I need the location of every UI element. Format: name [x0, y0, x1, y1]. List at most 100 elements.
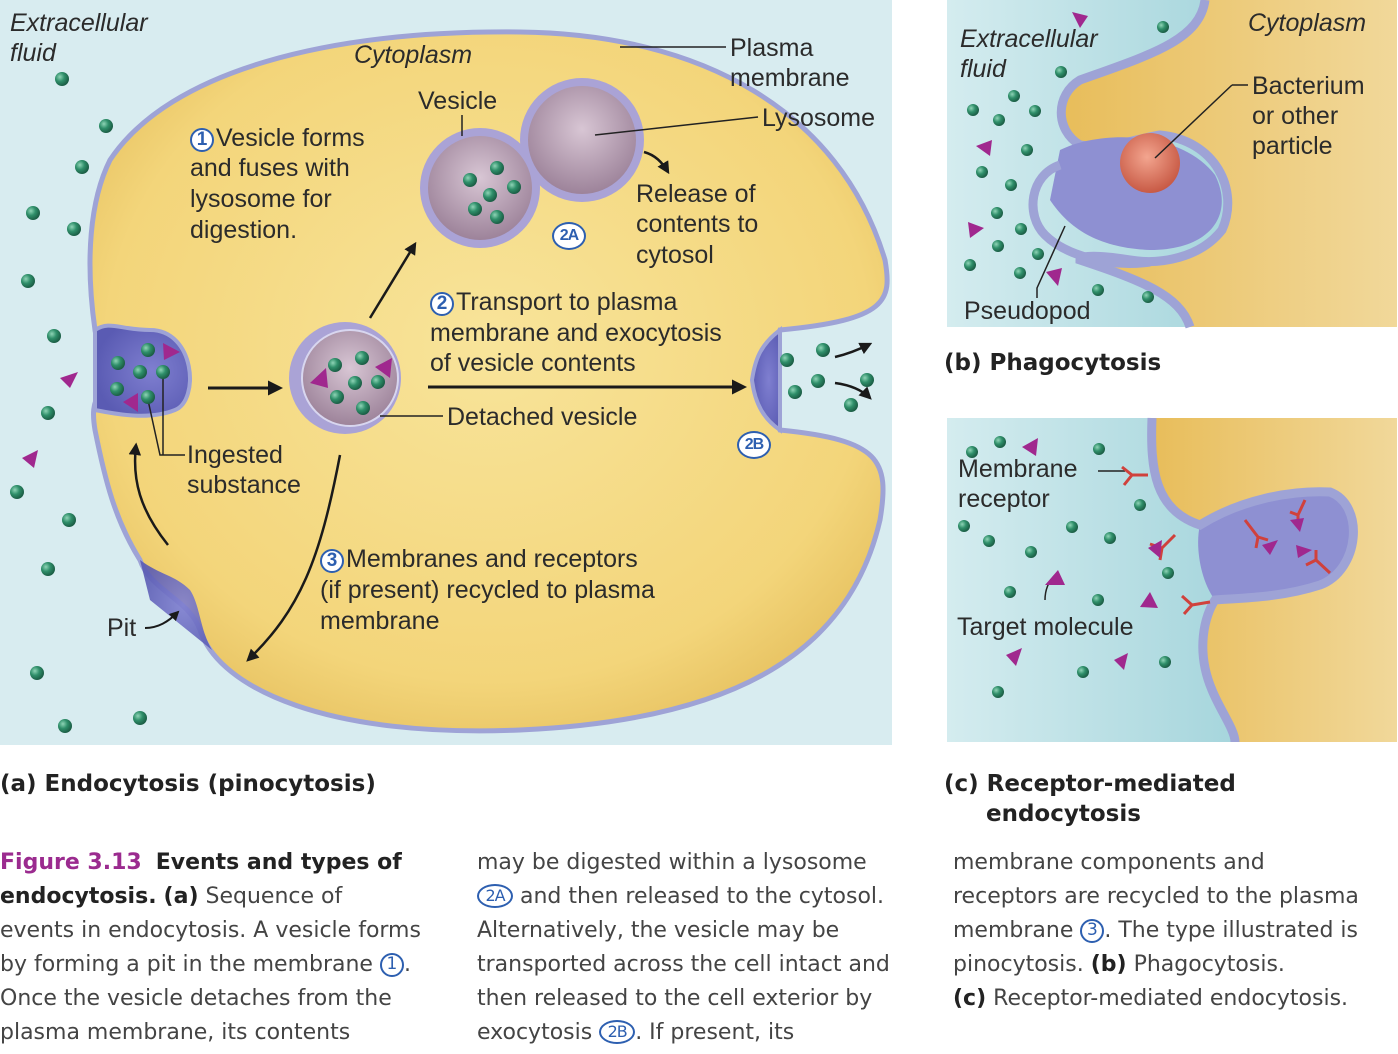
- caption-b-marker: (b): [1090, 952, 1127, 977]
- pit-leader: [144, 610, 180, 629]
- caption-text: by forming a pit in the membrane: [0, 952, 380, 977]
- caption-text: plasma membrane, its contents: [0, 1020, 351, 1045]
- extracellular-label-a1: Extracellular: [10, 9, 148, 37]
- caption-text: Sequence of: [198, 884, 343, 909]
- caption-column-2: may be digested within a lysosome 2A and…: [477, 846, 890, 1050]
- badge-2a: 2A: [552, 222, 586, 250]
- exocytosis-site: [749, 325, 782, 434]
- cytoplasm-label-b: Cytoplasm: [1248, 9, 1367, 37]
- release-label-3: cytosol: [636, 241, 714, 269]
- caption-text: membrane components and: [953, 850, 1265, 875]
- caption-text: membrane: [953, 918, 1081, 943]
- caption-text: exocytosis: [477, 1020, 600, 1045]
- target-molecules-a: [22, 372, 78, 468]
- molecules-b: [964, 21, 1169, 303]
- molecules-c: [958, 436, 1174, 698]
- arrow-recycle: [246, 454, 342, 662]
- lysosome-label: Lysosome: [762, 104, 876, 132]
- targets-b: [968, 12, 1088, 286]
- vesicle-lysosome-fusion: [420, 78, 644, 248]
- target-molecule-label: Target molecule: [957, 613, 1134, 641]
- step-3-line-3: membrane: [320, 607, 440, 635]
- caption-text: Once the vesicle detaches from the: [0, 986, 392, 1011]
- receptor-label-1: Membrane: [958, 455, 1078, 483]
- plasma-membrane-label-1: Plasma: [730, 34, 814, 62]
- caption-text: receptors are recycled to the plasma: [953, 884, 1359, 909]
- ingested-label-1: Ingested: [187, 441, 283, 469]
- badge-2b: 2B: [737, 431, 771, 459]
- step-2-line-3: of vesicle contents: [430, 349, 636, 377]
- molecules-extracellular-a: [10, 72, 874, 733]
- target-molecules-c: [1006, 438, 1312, 670]
- arrow-exo-up: [834, 342, 873, 359]
- caption-text: and then released to the cytosol.: [513, 884, 885, 909]
- figure-number: Figure 3.13: [0, 850, 142, 875]
- phagocytosis-cytoplasm: [1061, 0, 1397, 327]
- caption-text: . The type illustrated is: [1104, 918, 1358, 943]
- panel-c-title-1: (c) Receptor-mediated: [944, 771, 1236, 797]
- panel-b-title: (b) Phagocytosis: [944, 350, 1162, 376]
- pit-label: Pit: [107, 614, 137, 642]
- release-label-2: contents to: [636, 210, 759, 238]
- detached-vesicle-label: Detached vesicle: [447, 403, 638, 431]
- ingested-leader-1: [147, 399, 185, 456]
- ingested-molecules: [110, 343, 170, 404]
- caption-text: pinocytosis.: [953, 952, 1091, 977]
- detached-vesicle: [301, 329, 399, 427]
- caption-text: transported across the cell intact and: [477, 952, 890, 977]
- step-3-badge: 3: [320, 548, 344, 573]
- arrow-pit-to-vesicle: [128, 442, 169, 546]
- caption-badge-2a: 2A: [477, 884, 513, 908]
- caption-a-marker: (a): [163, 884, 199, 909]
- vesicle-label: Vesicle: [418, 87, 498, 115]
- lysosome-leader: [594, 116, 759, 136]
- receptor-membrane: [1147, 417, 1358, 743]
- caption-heading-2: endocytosis.: [0, 884, 157, 909]
- bacterium-leader: [1154, 84, 1233, 159]
- caption-heading-1: Events and types of: [155, 850, 402, 875]
- release-label-1: Release of: [636, 180, 756, 208]
- arrow-to-lysosome: [368, 241, 417, 319]
- pseudopod-leader: [1036, 225, 1066, 298]
- pseudopod-membrane: [1028, 160, 1151, 268]
- step-1-line-3: lysosome for: [190, 185, 332, 213]
- step-1-line-2: and fuses with: [190, 154, 350, 182]
- caption-badge-2b: 2B: [599, 1020, 636, 1044]
- cytoplasm-label-a: Cytoplasm: [354, 41, 473, 69]
- arrow-release: [643, 150, 670, 175]
- receptor-label-2: receptor: [958, 485, 1050, 513]
- bacterium-label-1: Bacterium: [1252, 72, 1365, 100]
- step-2-badge: 2: [430, 291, 454, 316]
- receptor-cytoplasm: [1151, 418, 1397, 742]
- panel-c-title-2: endocytosis: [986, 801, 1141, 827]
- caption-c-marker: (c): [953, 986, 987, 1011]
- ingested-label-2: substance: [187, 471, 301, 499]
- caption-text: .: [403, 952, 411, 977]
- caption-text: events in endocytosis. A vesicle forms: [0, 918, 421, 943]
- detached-vesicle-contents: [328, 351, 385, 415]
- bacterium-label-2: or other: [1252, 102, 1339, 130]
- caption-column-1: Figure 3.13 Events and types of endocyto…: [0, 846, 421, 1050]
- step-3-line-2: (if present) recycled to plasma: [320, 576, 655, 604]
- extracellular-label-b2: fluid: [960, 55, 1006, 83]
- caption-text: Receptor-mediated endocytosis.: [986, 986, 1349, 1011]
- plasma-membrane-label-2: membrane: [730, 64, 850, 92]
- step-3-line-1: Membranes and receptors: [346, 545, 638, 573]
- caption-text: Phagocytosis.: [1126, 952, 1285, 977]
- bacterium-label-3: particle: [1252, 132, 1333, 160]
- caption-text: Alternatively, the vesicle may be: [477, 918, 840, 943]
- extracellular-label-a2: fluid: [10, 39, 56, 67]
- panel-a-title: (a) Endocytosis (pinocytosis): [0, 771, 376, 797]
- caption-column-3: membrane components and receptors are re…: [953, 846, 1359, 1016]
- fused-vesicle-contents: [463, 161, 521, 224]
- detached-vesicle-targets: [310, 358, 392, 388]
- caption-badge-3: 3: [1080, 918, 1105, 943]
- caption-text: . If present, its: [635, 1020, 795, 1045]
- coated-vesicle: [1198, 491, 1354, 600]
- membrane-receptors: [1121, 465, 1332, 615]
- caption-text: then released to the cell exterior by: [477, 986, 873, 1011]
